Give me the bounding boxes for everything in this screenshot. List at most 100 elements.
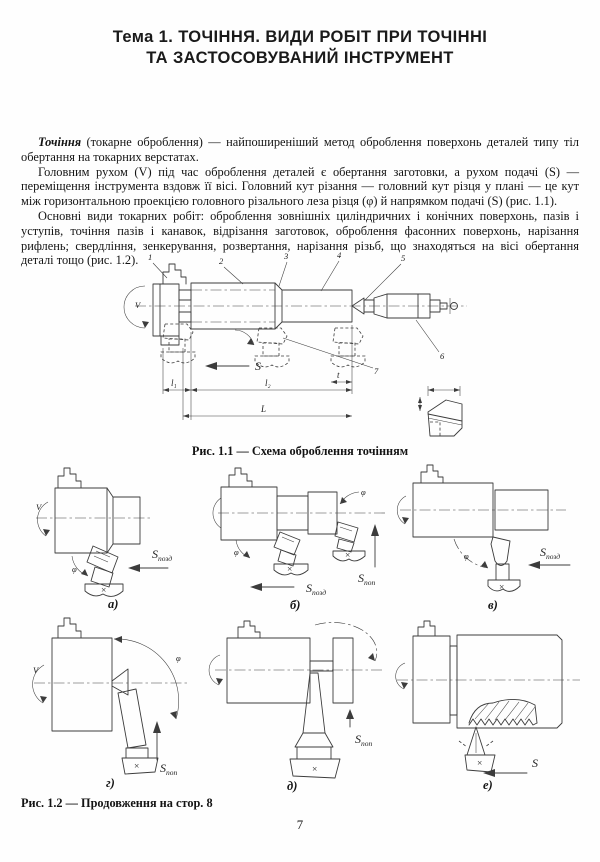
cutter-insert-detail [418,386,463,437]
paragraph-3: Основні види токарних робіт: оброблення … [21,208,579,268]
paragraph-2: Головним рухом (V) під час оброблення де… [21,164,579,209]
callout-2: 2 [219,256,224,266]
chuck [412,635,458,724]
rotation-arrow [395,662,408,690]
workpiece [54,487,141,554]
cutting-tool: × [111,668,159,775]
workpiece [456,634,563,729]
cutting-tool-right: × [332,521,366,562]
cutting-tool-left: × [273,531,309,576]
rotation-arrow [396,495,409,525]
paragraph-1-rest: (токарне оброблення) — найпоширеніший ме… [21,135,579,164]
panel-letter: г) [106,776,115,790]
v-label: V [135,300,142,310]
feed-arrow: S [483,756,538,777]
workpiece [276,491,338,535]
rotation-arc-top [314,622,378,662]
feed-label: Sпозд [152,547,172,563]
plan-angle-arc [234,329,255,346]
figure-1-2-panel-g: V × φ Sпоп г) [32,617,190,790]
phi-label: φ [176,653,181,663]
callout-4: 4 [337,250,342,260]
workpiece [226,637,354,704]
chuck-jaw [420,464,444,484]
figure-1-2-panel-v: × φ Sпозд в) [396,464,571,612]
cutting-tool-ghost-2 [254,327,290,368]
panel-letter: е) [483,778,493,792]
phi-label: φ [72,564,77,574]
plan-angle-arrowhead [247,338,254,345]
callout-3: 3 [283,251,288,261]
tailstock-center [351,293,458,319]
feed-label: Sпозд [540,545,560,561]
paragraph-1-lead: Точіння [38,135,82,149]
feed-label: Sпоп [160,761,178,777]
title-line-1: Тема 1. ТОЧІННЯ. ВИДИ РОБІТ ПРИ ТОЧІННІ [112,28,488,46]
feed-arrow: Sпозд [128,547,172,572]
rotation-arrow: V [123,285,149,329]
chuck [212,467,278,541]
figure-1-2-panel-e: × S е) [395,620,580,792]
angle-phi-bottom: φ [234,539,251,559]
dim-length: L [260,404,266,414]
panel-letter: б) [290,598,300,612]
parting-tool: × [289,672,341,779]
figure-1-2-panel-a: V × φ Sпозд а) [36,467,172,611]
feed-arrow-longitudinal: Sпозд [250,581,326,597]
dimension-lines: l₁ l₂ L t [162,325,353,420]
feed-arrow: Sпоп [346,709,373,748]
tool-mount-mark: × [287,565,292,575]
page-number: 7 [296,818,304,832]
chuck-jaw [57,467,82,489]
workpiece [412,482,549,538]
body-text: Точіння (токарне оброблення) — найпошире… [21,135,579,268]
angle-phi: φ [453,538,489,569]
chuck-jaw [417,620,436,637]
rotation-arrow [208,654,223,686]
feed-label: Sпозд [306,581,326,597]
figure-1-2-panel-d: × Sпоп д) [208,620,385,793]
feed-arrow: Sпозд [528,545,571,569]
cutting-tool: × [84,545,124,597]
figure-1-1-drawing: V [123,250,467,437]
chuck-jaw [57,617,82,639]
angle-phi: φ [71,555,89,577]
figure-1-2-panel-b: × × φ φ Sпозд Sпоп б) [212,467,386,612]
chuck [152,263,192,346]
panel-letter: в) [488,598,498,612]
phi-label: φ [234,547,239,557]
thread-section [468,699,538,726]
thread-cutting-tool: × [458,726,496,773]
feed-label: Sпоп [358,571,376,587]
figure-1-1-caption: Рис. 1.1 — Схема оброблення точінням [191,444,409,458]
feed-label: S [532,756,538,770]
chuck-jaw [237,620,261,639]
callout-1: 1 [148,252,152,262]
tool-mount-mark: × [499,583,504,593]
feed-label: Sпоп [355,732,373,748]
phi-label: φ [464,551,469,561]
panel-letter: а) [108,597,118,611]
dim-l2: l₂ [265,378,271,388]
figure-1-2-caption: Рис. 1.2 — Продовження на стор. 8 [21,796,213,810]
phi-label: φ [361,487,366,497]
dim-l1: l₁ [171,378,177,388]
tool-mount-mark: × [477,759,482,769]
cutting-tool: × [487,536,521,593]
dim-t: t [337,370,340,380]
v-label: V [36,502,43,512]
panel-letter: д) [287,779,297,793]
callout-5: 5 [401,253,405,263]
workpiece [51,637,113,732]
cutting-tool-ghost-3 [330,327,366,368]
cutting-tool-ghost-1 [160,323,196,364]
tool-mount-mark: × [101,586,106,596]
feed-arrow: S [205,359,261,373]
title-line-2: ТА ЗАСТОСОВУВАНИЙ ІНСТРУМЕНТ [146,49,454,68]
tool-mount-mark: × [345,551,350,561]
s-label: S [255,359,261,373]
rotation-arrow: V [36,501,50,537]
tool-mount-mark: × [134,762,139,772]
feed-arrow-cross: Sпоп [358,524,379,587]
